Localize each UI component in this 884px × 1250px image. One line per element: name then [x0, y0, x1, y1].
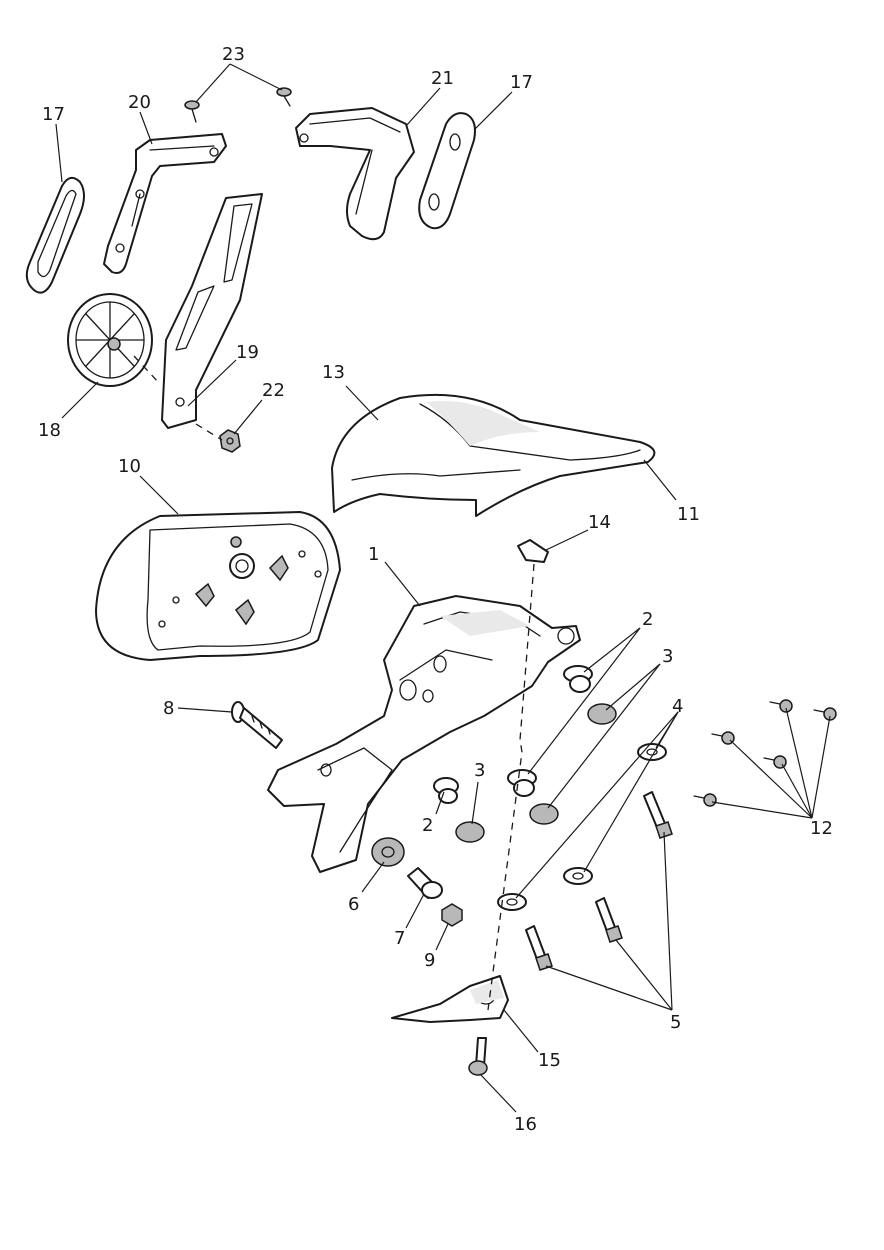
callout-6: 6 [348, 894, 359, 915]
part-13-rear-hugger [331, 393, 656, 517]
callout-12: 12 [810, 818, 833, 839]
callout-18: 18 [38, 420, 61, 441]
part-6-bush [371, 837, 405, 867]
callout-11: 11 [677, 504, 700, 525]
part-3-rubber-bushes [455, 703, 617, 843]
callout-4: 4 [672, 696, 683, 717]
callout-1: 1 [368, 544, 379, 565]
part-8-bolt [231, 701, 283, 749]
part-19-plate-bracket [161, 193, 263, 429]
part-16-bolt [468, 1037, 488, 1076]
callout-23: 23 [222, 44, 245, 65]
callout-19: 19 [236, 342, 259, 363]
leader-lines [55, 63, 831, 1113]
part-14-clip [517, 539, 549, 563]
callout-5: 5 [670, 1012, 681, 1033]
callout-14: 14 [588, 512, 611, 533]
callout-10: 10 [118, 456, 141, 477]
part-1-mudguard-frame [267, 595, 581, 873]
part-23-screws [184, 87, 292, 123]
callout-13: 13 [322, 362, 345, 383]
part-12-screws [693, 699, 837, 807]
part-5-bolts [525, 791, 673, 971]
callout-7: 7 [394, 928, 405, 949]
part-21-right-bracket [295, 107, 415, 241]
part-7-spacer [407, 867, 443, 899]
callout-2-upper: 2 [642, 609, 653, 630]
part-15-lower-bracket [391, 975, 509, 1023]
callout-9: 9 [424, 950, 435, 971]
part-10-tail-lamp [95, 511, 341, 661]
assembly-dashed-lines [133, 355, 535, 1011]
callout-22: 22 [262, 380, 285, 401]
callout-15: 15 [538, 1050, 561, 1071]
callout-16: 16 [514, 1114, 537, 1135]
part-17-right-reflector [418, 112, 476, 230]
callout-20: 20 [128, 92, 151, 113]
callout-2-lower: 2 [422, 815, 433, 836]
part-22-nut [219, 429, 241, 453]
part-9-nut [441, 903, 463, 927]
callout-3-upper: 3 [662, 646, 673, 667]
part-4-washers [497, 743, 667, 911]
callout-21: 21 [431, 68, 454, 89]
part-18-reflector-disc [67, 293, 153, 387]
callout-labels: 1 2 2 3 3 4 5 6 7 8 9 10 11 12 13 14 15 … [38, 44, 833, 1135]
callout-8: 8 [163, 698, 174, 719]
part-2-grommets [433, 665, 593, 804]
part-17-left-reflector [25, 176, 85, 294]
part-20-left-bracket [103, 133, 227, 274]
callout-17-right: 17 [510, 72, 533, 93]
callout-3-lower: 3 [474, 760, 485, 781]
callout-17-left: 17 [42, 104, 65, 125]
